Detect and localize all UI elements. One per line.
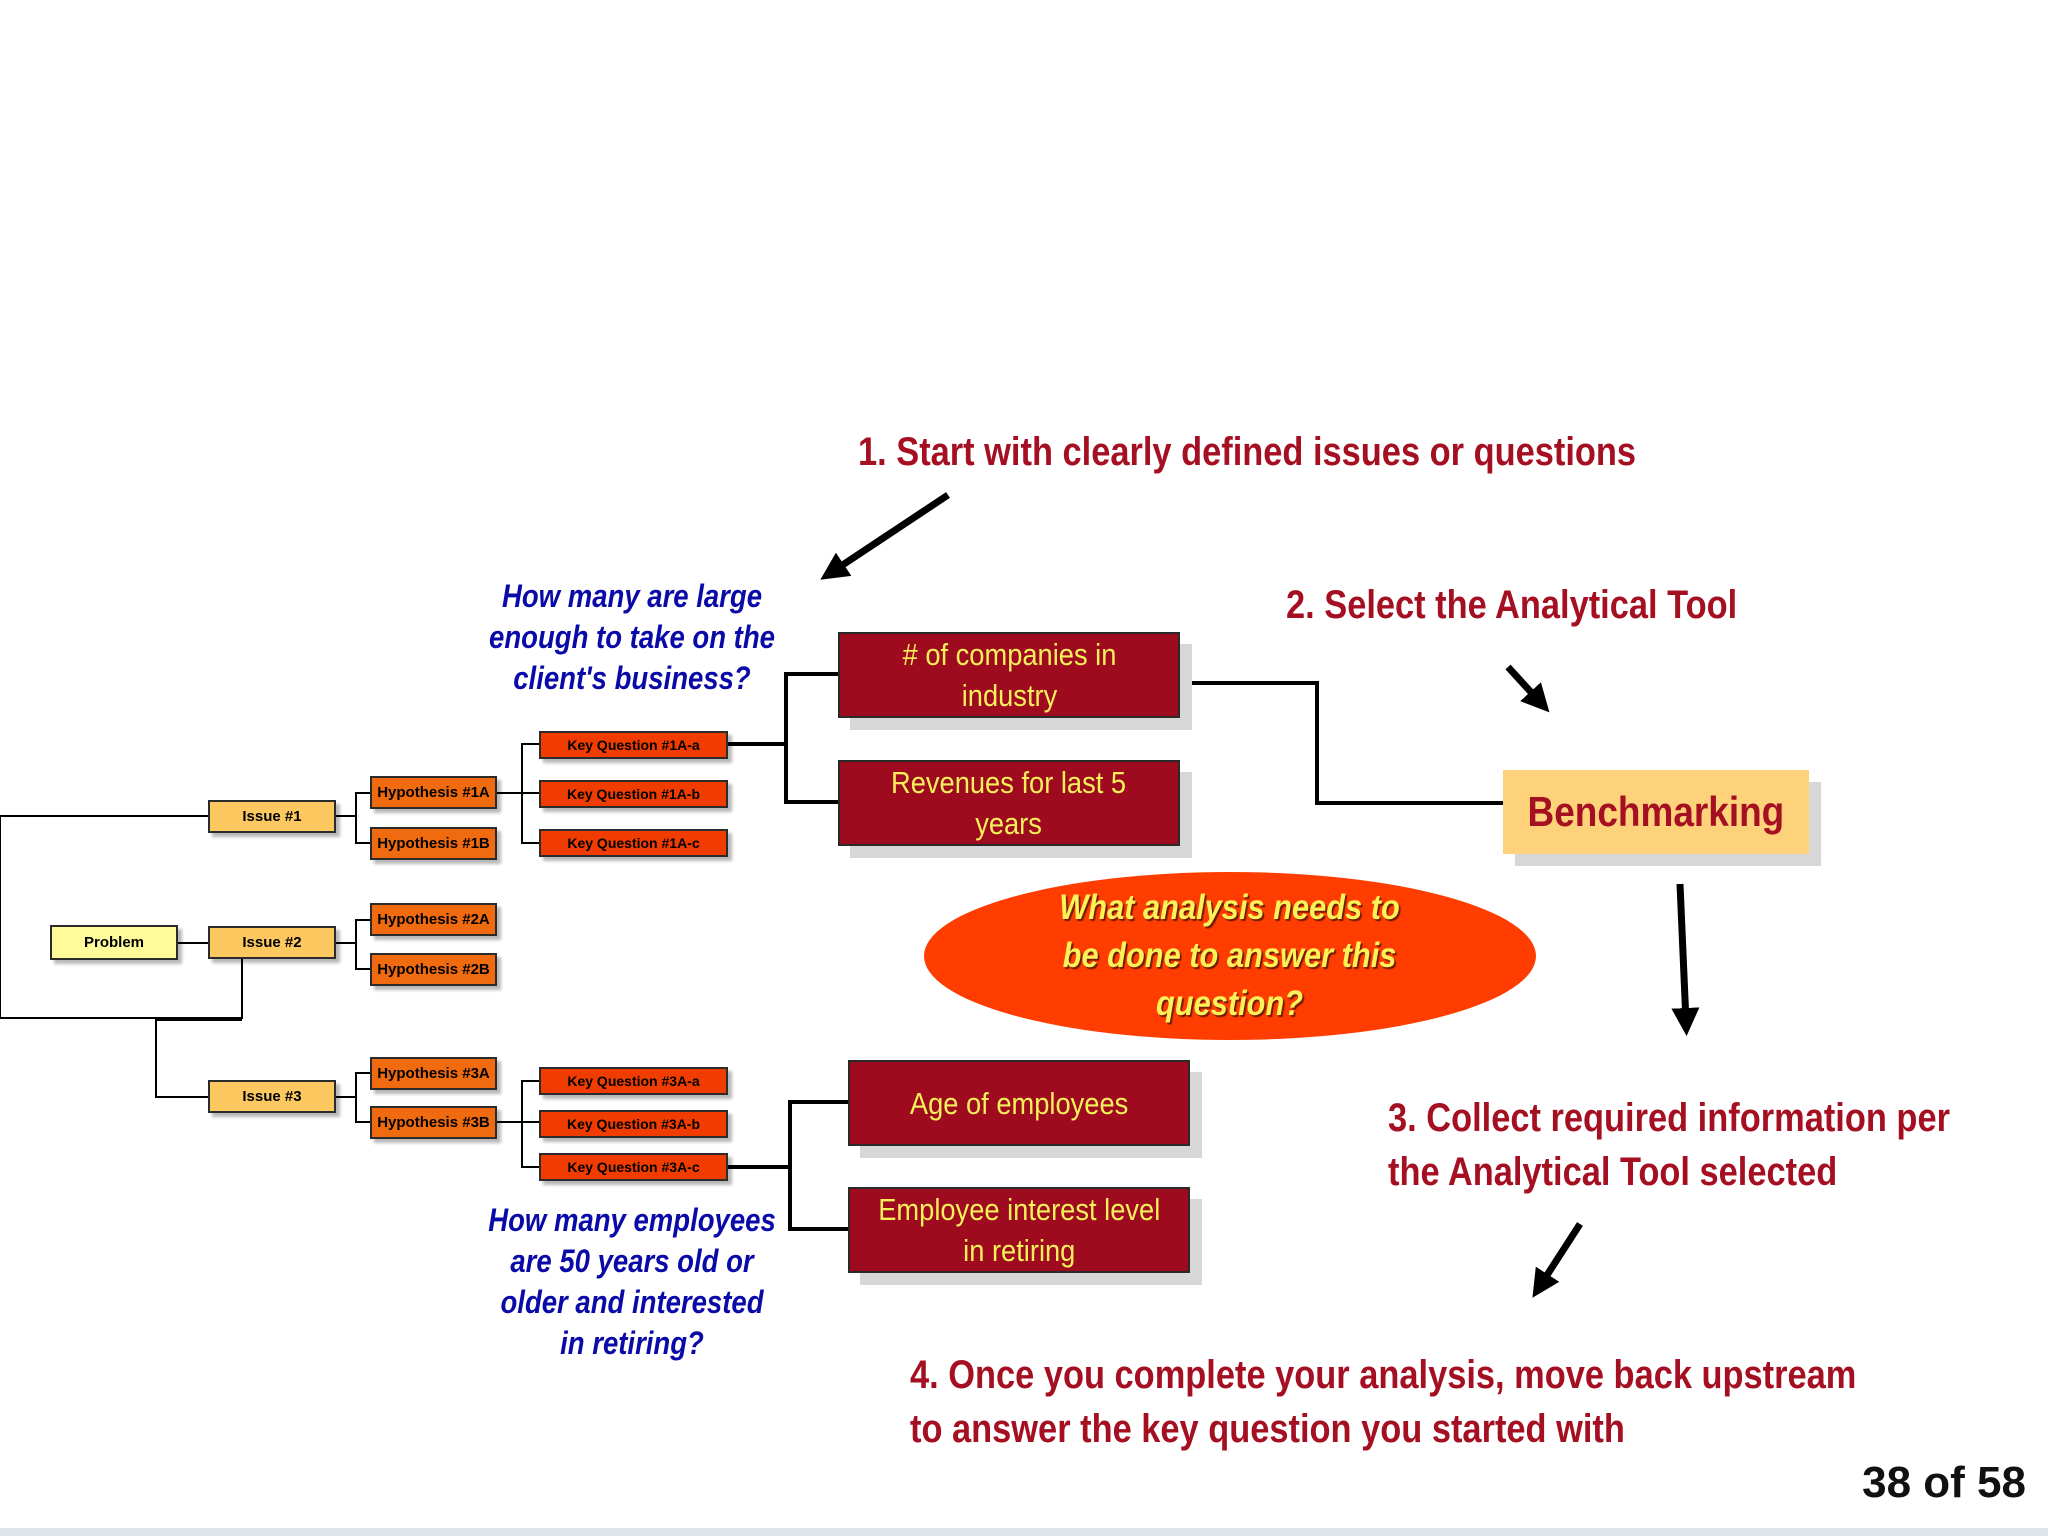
key-question-1a-a-box: Key Question #1A-a [539, 731, 728, 759]
analysis-connectors [728, 672, 1503, 1231]
arrow-step4-icon [1532, 1222, 1583, 1298]
callout-ellipse: What analysis needs to be done to answer… [924, 872, 1536, 1040]
hypothesis-2b-box: Hypothesis #2B [370, 953, 497, 986]
hypothesis-1a-box: Hypothesis #1A [370, 776, 497, 809]
step-1-text: 1. Start with clearly defined issues or … [858, 430, 1637, 474]
tree-connectors [0, 743, 539, 1168]
step-2-text: 2. Select the Analytical Tool [1286, 583, 1738, 627]
key-question-1a-b-box: Key Question #1A-b [539, 780, 728, 808]
hypothesis-3a-box: Hypothesis #3A [370, 1057, 497, 1090]
analysis-age-box: Age of employees [848, 1060, 1190, 1146]
key-question-3a-a-box: Key Question #3A-a [539, 1067, 728, 1095]
page-number: 38 of 58 [1862, 1458, 2026, 1507]
question-top: How many are large enough to take on the… [489, 578, 775, 696]
hypothesis-1b-box: Hypothesis #1B [370, 827, 497, 860]
arrow-step1-icon [820, 492, 950, 580]
bottom-bar [0, 1528, 2048, 1536]
key-question-3a-c-box: Key Question #3A-c [539, 1153, 728, 1181]
benchmarking-box: Benchmarking [1503, 770, 1809, 854]
key-question-1a-c-box: Key Question #1A-c [539, 829, 728, 857]
problem-box: Problem [50, 925, 178, 960]
hypothesis-3b-box: Hypothesis #3B [370, 1106, 497, 1139]
step-3-text: 3. Collect required information per the … [1388, 1096, 1950, 1194]
hypothesis-2a-box: Hypothesis #2A [370, 903, 497, 936]
issue-2-box: Issue #2 [208, 926, 336, 959]
step-arrows [820, 492, 1700, 1298]
step-4-text: 4. Once you complete your analysis, move… [910, 1353, 1857, 1451]
arrow-step2-icon [1505, 664, 1550, 713]
arrow-step3-icon [1671, 883, 1700, 1036]
key-question-3a-b-box: Key Question #3A-b [539, 1110, 728, 1138]
issue-3-box: Issue #3 [208, 1080, 336, 1113]
issue-1-box: Issue #1 [208, 800, 336, 833]
callout-text: What analysis needs to be done to answer… [1059, 888, 1401, 1023]
question-bottom: How many employees are 50 years old or o… [488, 1202, 776, 1361]
